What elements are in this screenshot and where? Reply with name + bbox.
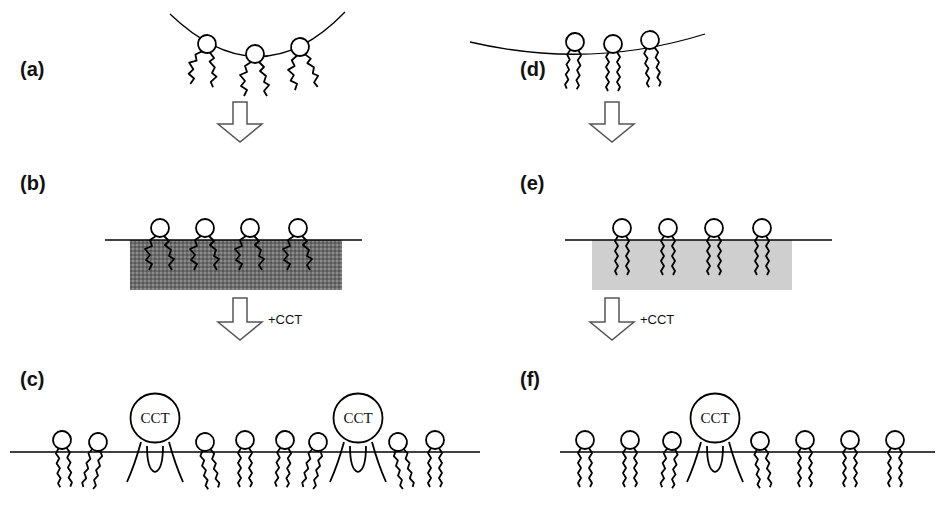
protein-circle: CCT [689, 392, 741, 444]
panel-label: (d) [520, 58, 546, 81]
panel-label: (e) [520, 172, 544, 195]
protein-name: CCT [140, 410, 169, 427]
protein-name: CCT [700, 410, 729, 427]
protein-circle: CCT [129, 392, 181, 444]
panel-label: (a) [20, 58, 44, 81]
panel-label: (f) [520, 368, 540, 391]
protein-circle: CCT [332, 392, 384, 444]
panel-label: (c) [20, 368, 44, 391]
step-label: +CCT [268, 312, 302, 327]
step-label: +CCT [640, 312, 674, 327]
protein-name: CCT [343, 410, 372, 427]
panel-label: (b) [20, 172, 46, 195]
